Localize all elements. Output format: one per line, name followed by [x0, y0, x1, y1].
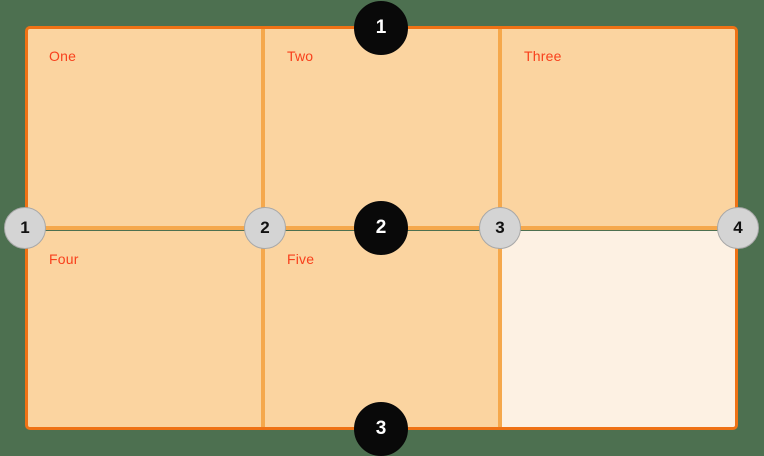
- column-handle-2[interactable]: 2: [244, 207, 286, 249]
- grid-cell-four-label: Four: [49, 251, 79, 267]
- grid-cell-empty[interactable]: [502, 231, 736, 428]
- grid-cell-five-label: Five: [287, 251, 315, 267]
- column-handle-3-label: 3: [495, 218, 505, 237]
- grid-cell-three[interactable]: Three: [502, 28, 736, 227]
- column-handle-1[interactable]: 1: [4, 207, 46, 249]
- grid-cell-five[interactable]: Five: [265, 231, 498, 428]
- grid-cell-one[interactable]: One: [27, 28, 261, 227]
- row-handle-2-label: 2: [375, 217, 387, 238]
- row-handle-1[interactable]: 1: [354, 1, 408, 55]
- grid-cell-two-label: Two: [287, 48, 314, 64]
- grid-cell-four[interactable]: Four: [27, 231, 261, 428]
- column-handle-1-label: 1: [20, 218, 30, 237]
- column-handle-4[interactable]: 4: [717, 207, 759, 249]
- row-handle-2[interactable]: 2: [354, 201, 408, 255]
- column-handle-4-label: 4: [733, 218, 743, 237]
- row-handle-3-label: 3: [375, 418, 387, 439]
- row-handle-1-label: 1: [375, 17, 387, 38]
- column-handle-2-label: 2: [260, 218, 270, 237]
- column-handle-3[interactable]: 3: [479, 207, 521, 249]
- row-handle-3[interactable]: 3: [354, 402, 408, 456]
- grid-cell-one-label: One: [49, 48, 77, 64]
- grid-cell-three-label: Three: [524, 48, 562, 64]
- grid-cell-two[interactable]: Two: [265, 28, 498, 227]
